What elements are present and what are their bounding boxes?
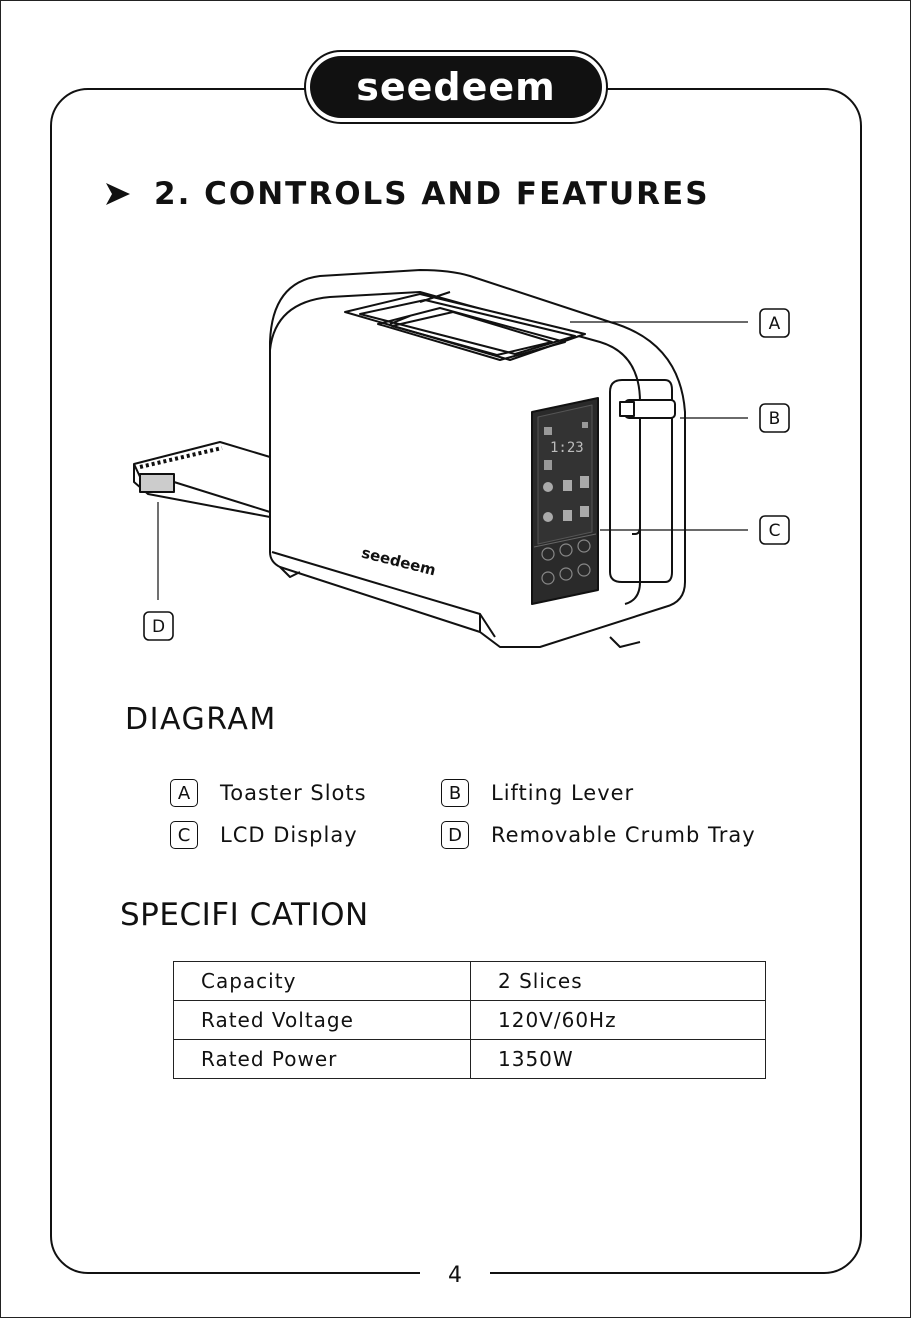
toaster-illustration: 1:23 seedeem A B [120,262,800,662]
svg-text:1:23: 1:23 [550,440,584,456]
svg-text:C: C [769,521,781,541]
spec-value: 2 Slices [471,962,766,1001]
arrowhead-right-icon [104,180,132,208]
brand-logo-text: seedeem [356,68,556,106]
heading-title: 2. CONTROLS AND FEATURES [154,176,710,212]
page-number: 4 [448,1263,462,1288]
callout-b: B [760,404,789,432]
legend-label: Toaster Slots [220,781,367,805]
legend-key: A [170,779,198,807]
control-panel: 1:23 [532,398,598,604]
callout-a: A [760,309,789,337]
legend-key: C [170,821,198,849]
legend-item-c: C LCD Display [170,819,358,851]
table-row: Rated Power 1350W [174,1040,766,1079]
spec-label: Capacity [174,962,471,1001]
diagram-title: DIAGRAM [125,702,277,737]
crumb-tray [134,442,270,517]
callout-c: C [760,516,789,544]
svg-text:A: A [769,314,781,334]
legend-item-d: D Removable Crumb Tray [441,819,756,851]
callout-d: D [144,612,173,640]
table-row: Capacity 2 Slices [174,962,766,1001]
brand-header: seedeem [304,50,608,124]
spec-value: 120V/60Hz [471,1001,766,1040]
toaster-body [270,270,685,647]
page-footer: 4 [420,1259,490,1291]
legend-label: LCD Display [220,823,358,847]
svg-text:B: B [769,409,781,429]
spec-label: Rated Voltage [174,1001,471,1040]
specification-title: SPECIFI CATION [120,897,369,933]
spec-value: 1350W [471,1040,766,1079]
legend-key: B [441,779,469,807]
legend-item-b: B Lifting Lever [441,777,634,809]
legend-key: D [441,821,469,849]
table-row: Rated Voltage 120V/60Hz [174,1001,766,1040]
specification-table: Capacity 2 Slices Rated Voltage 120V/60H… [173,961,766,1079]
legend-label: Lifting Lever [491,781,634,805]
legend-item-a: A Toaster Slots [170,777,367,809]
brand-badge: seedeem [310,56,602,118]
svg-text:D: D [152,617,165,637]
section-heading: 2. CONTROLS AND FEATURES [104,172,710,216]
spec-label: Rated Power [174,1040,471,1079]
legend-label: Removable Crumb Tray [491,823,756,847]
